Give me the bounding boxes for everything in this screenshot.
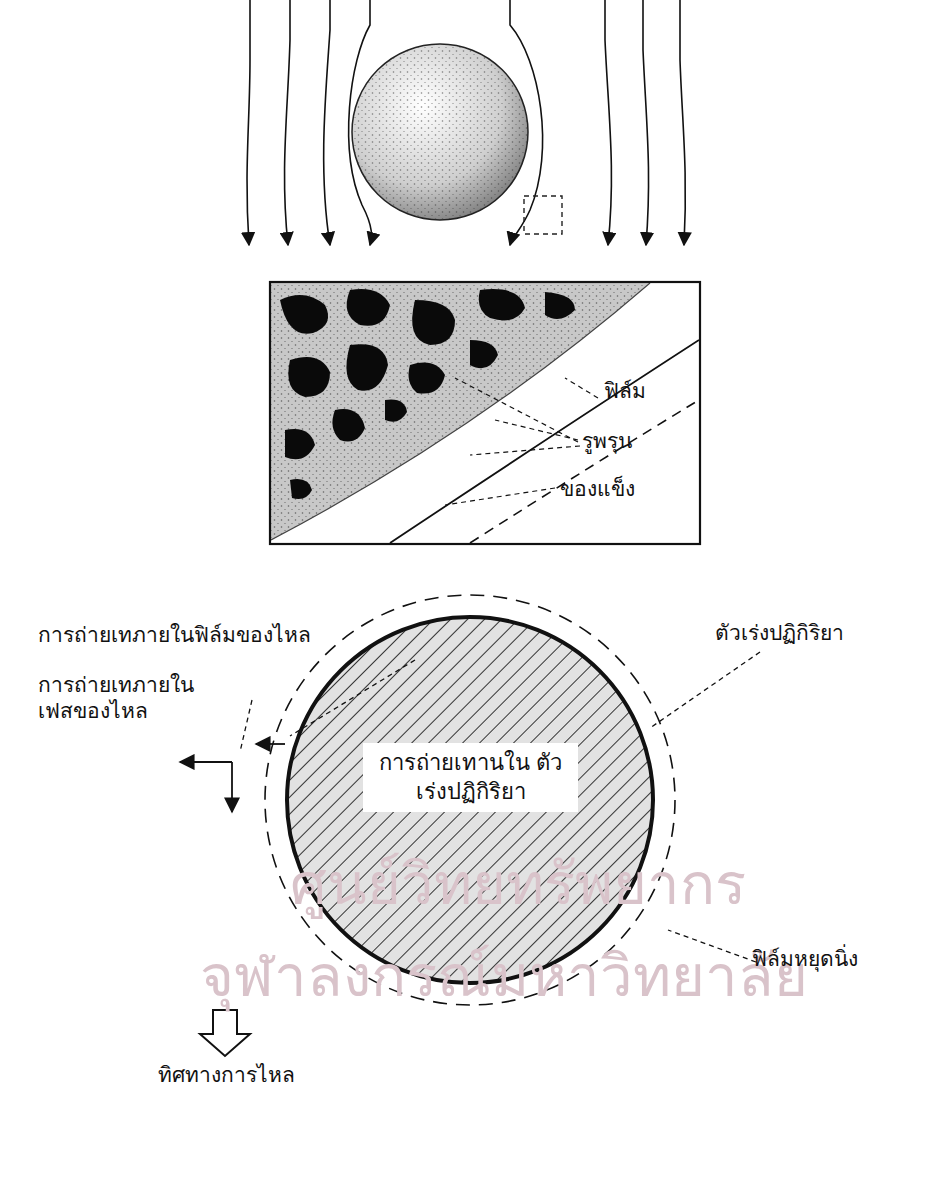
process-label: การถ่ายเทภายใน เฟสของไหล	[38, 672, 203, 725]
part-label: ฟิล์ม	[604, 378, 646, 404]
box-text: การถ่ายเทานใน ตัวเร่งปฏิกิริยา	[373, 749, 568, 806]
part-label: รูพรุน	[582, 428, 632, 454]
watermark: จุฬาลงกรณ์มหาวิทยาลัย	[200, 940, 808, 1013]
text-box: การถ่ายเทานใน ตัวเร่งปฏิกิริยา	[363, 743, 578, 812]
process-label: การถ่ายเทภายในฟิล์มของไหล	[38, 622, 311, 648]
part-label: ฟิล์มหยุดนิ่ง	[752, 946, 858, 972]
watermark: ศูนย์วิทยทรัพยากร	[290, 848, 746, 921]
part-label: ตัวเร่งปฏิกิริยา	[715, 620, 844, 646]
part-label: ของแข็ง	[560, 476, 635, 502]
direction-label: ทิศทางการไหล	[158, 1062, 295, 1088]
